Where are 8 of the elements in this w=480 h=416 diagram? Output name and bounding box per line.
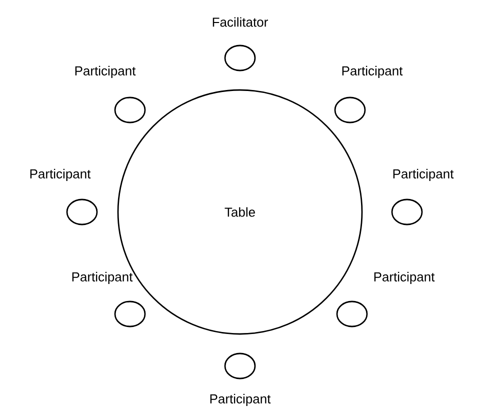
seat-label: Facilitator (212, 17, 268, 27)
seat-label: Participant (374, 272, 435, 284)
seat-label: Participant (393, 168, 454, 182)
seat-label: Participant (75, 66, 136, 78)
seat-label: Participant (30, 168, 91, 182)
seat-label: Participant (210, 394, 271, 406)
seat-label: Participant (342, 66, 403, 78)
seat-label: Participant (72, 272, 133, 284)
